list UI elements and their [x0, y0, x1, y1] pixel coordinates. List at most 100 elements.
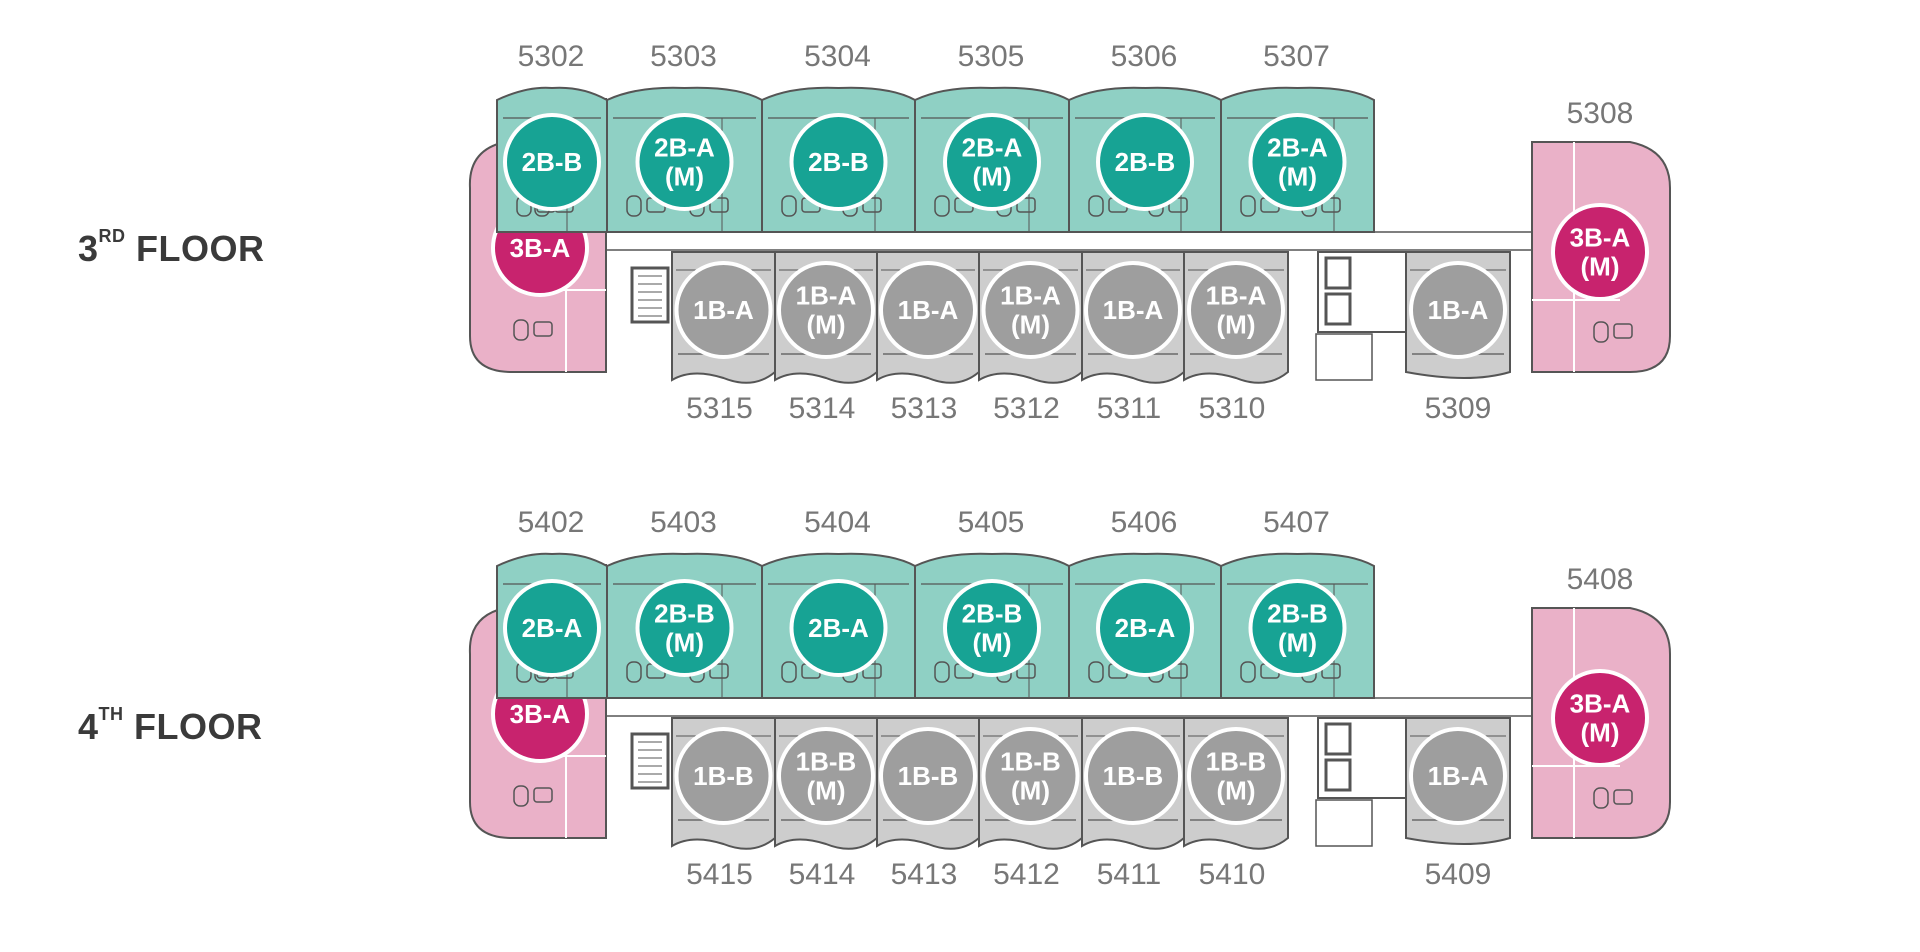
- floor-title-number: 4: [78, 706, 99, 747]
- stairwell: [630, 266, 670, 324]
- unit-type-badge: [879, 261, 977, 359]
- unit-type-badge: [635, 579, 734, 677]
- unit-type-line: 2B-B: [808, 147, 869, 177]
- toilet-fixture: [1240, 195, 1256, 217]
- unit-type-line: (M): [665, 162, 704, 192]
- unit-number: 5312: [993, 392, 1060, 425]
- unit-type-line: 2B-A: [962, 133, 1023, 163]
- unit-type-line: 1B-A: [1428, 295, 1489, 325]
- unit-number: 5409: [1425, 858, 1492, 891]
- unit-type-label: 2B-B: [1115, 147, 1176, 177]
- unit-number: 5408: [1567, 563, 1634, 596]
- service-room: [1315, 333, 1373, 381]
- unit-type-line: (M): [1278, 162, 1317, 192]
- unit-number: 5405: [958, 506, 1025, 539]
- sink-fixture: [1321, 663, 1341, 679]
- top-unit: 2B-B(M)5405: [914, 506, 1070, 699]
- end-unit-right: 3B-A(M)5408: [1531, 563, 1671, 839]
- floor-plan-4: 3B-A54013B-A(M)54082B-A54022B-B(M)54032B…: [468, 506, 1671, 891]
- floor-title-word: FLOOR: [134, 706, 263, 747]
- unit-type-label: 2B-A: [522, 613, 583, 643]
- unit-type-label: 1B-A: [1103, 295, 1164, 325]
- sink-fixture: [1613, 323, 1633, 339]
- unit-type-line: 2B-A: [522, 613, 583, 643]
- unit-type-badge: [674, 727, 773, 825]
- stairwell: [630, 732, 670, 790]
- unit-type-label: 1B-A: [898, 295, 959, 325]
- unit-type-label: 1B-A(M): [1000, 281, 1061, 340]
- unit-type-line: 1B-B: [693, 761, 754, 791]
- stair-box: [630, 266, 670, 324]
- unit-type-line: 3B-A: [510, 699, 571, 729]
- unit-type-label: 1B-A(M): [796, 281, 857, 340]
- sink-fixture: [862, 197, 882, 213]
- toilet-fixture: [1240, 661, 1256, 683]
- toilet-fixture: [513, 785, 529, 807]
- lift-shaft: [1324, 256, 1352, 290]
- unit-type-label: 1B-B(M): [796, 747, 857, 806]
- unit-type-line: 1B-B: [898, 761, 959, 791]
- unit-type-badge: [1187, 261, 1285, 359]
- unit-type-badge: [1096, 113, 1194, 211]
- unit-type-badge: [1187, 727, 1285, 825]
- top-unit: 2B-A(M)5303: [606, 40, 763, 233]
- bottom-unit: 1B-B(M)5412: [978, 717, 1083, 891]
- unit-number: 5406: [1111, 506, 1178, 539]
- unit-number: 5308: [1567, 97, 1634, 130]
- unit-type-label: 3B-A: [510, 233, 571, 263]
- unit-type-line: (M): [1217, 776, 1256, 806]
- unit-type-label: 1B-A: [1428, 761, 1489, 791]
- unit-type-badge: [1084, 261, 1182, 359]
- unit-number: 5403: [650, 506, 717, 539]
- unit-type-badge: [1551, 669, 1649, 767]
- toilet-fixture: [781, 661, 797, 683]
- unit-type-label: 2B-A: [808, 613, 869, 643]
- sink-fixture: [709, 663, 729, 679]
- unit-type-line: (M): [807, 776, 846, 806]
- unit-type-label: 2B-A(M): [962, 133, 1023, 192]
- toilet-fixture: [934, 195, 950, 217]
- unit-type-line: (M): [1011, 776, 1050, 806]
- unit-type-label: 3B-A: [510, 699, 571, 729]
- floor-title-suffix: RD: [98, 226, 126, 246]
- unit-type-badge: [1084, 727, 1182, 825]
- unit-number: 5302: [518, 40, 585, 73]
- unit-type-label: 2B-A(M): [1267, 133, 1328, 192]
- toilet-fixture: [1088, 661, 1104, 683]
- unit-type-line: 1B-A: [1103, 295, 1164, 325]
- unit-type-line: 1B-A: [898, 295, 959, 325]
- unit-type-badge: [943, 579, 1041, 677]
- unit-type-label: 2B-B(M): [1267, 599, 1328, 658]
- unit-type-label: 1B-B: [693, 761, 754, 791]
- sink-fixture: [1016, 663, 1036, 679]
- unit-type-badge: [1248, 579, 1347, 677]
- unit-type-line: 3B-A: [510, 233, 571, 263]
- stair-box: [630, 732, 670, 790]
- sink-fixture: [1321, 197, 1341, 213]
- unit-type-line: (M): [665, 628, 704, 658]
- unit-type-label: 1B-A: [1428, 295, 1489, 325]
- sink-fixture: [533, 787, 553, 803]
- sink-fixture: [1613, 789, 1633, 805]
- unit-type-line: 2B-B: [1267, 599, 1328, 629]
- unit-number: 5415: [686, 858, 753, 891]
- unit-number: 5305: [958, 40, 1025, 73]
- top-unit: 2B-B(M)5407: [1220, 506, 1375, 699]
- unit-type-badge: [503, 579, 601, 677]
- unit-type-badge: [943, 113, 1041, 211]
- unit-type-line: 2B-A: [654, 133, 715, 163]
- unit-type-badge: [503, 113, 601, 211]
- unit-type-badge: [981, 261, 1080, 359]
- unit-type-line: 1B-A: [1000, 281, 1061, 311]
- floor-title-number: 3: [78, 228, 99, 269]
- unit-type-line: (M): [1278, 628, 1317, 658]
- end-unit-right: 3B-A(M)5308: [1531, 97, 1671, 373]
- unit-type-line: 1B-A: [1428, 761, 1489, 791]
- unit-type-badge: [777, 727, 875, 825]
